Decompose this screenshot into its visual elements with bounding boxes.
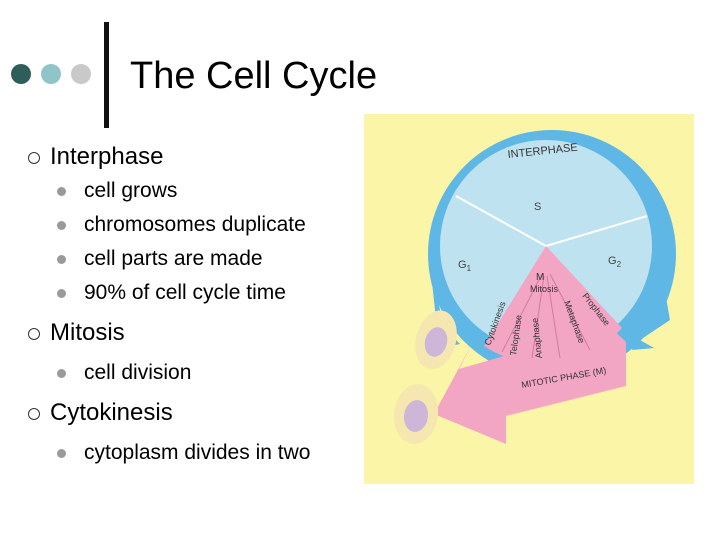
phase-divider <box>531 275 545 359</box>
dot-icon <box>57 255 66 264</box>
bullet-cytokinesis: Cytokinesis <box>28 396 358 430</box>
sub-bullet: cell parts are made <box>28 242 358 276</box>
m-phase-label: M <box>536 272 544 283</box>
bullet-list: Interphase cell grows chromosomes duplic… <box>28 140 358 470</box>
dot-icon <box>57 369 66 378</box>
cell-cycle-svg: INTERPHASE S G1 G2 M Mitosis Cytokinesis… <box>364 114 694 484</box>
phase-divider <box>546 275 561 359</box>
mitotic-arrow <box>434 326 626 444</box>
title-divider <box>104 22 109 128</box>
ring-arrowhead-right <box>632 286 670 350</box>
divider-s-g2 <box>545 215 648 247</box>
divider-g1-s <box>455 195 547 247</box>
sub-bullet: cytoplasm divides in two <box>28 436 358 470</box>
bullet-ring-icon <box>28 328 40 340</box>
bullet-interphase: Interphase <box>28 140 358 174</box>
dot-icon <box>57 289 66 298</box>
sub-bullet-text: cytoplasm divides in two <box>84 441 311 464</box>
sub-bullet: cell grows <box>28 174 358 208</box>
phase-label-anaphase: Anaphase <box>530 317 544 358</box>
sub-bullet-text: cell grows <box>84 179 178 202</box>
mitosis-label: Mitosis <box>530 284 559 294</box>
slide-title: The Cell Cycle <box>130 55 378 97</box>
g2-phase-label: G2 <box>608 255 622 269</box>
dot-icon <box>57 187 66 196</box>
sub-bullet-text: cell parts are made <box>84 247 263 270</box>
bullet-ring-icon <box>28 408 40 420</box>
bullet-mitosis: Mitosis <box>28 316 358 350</box>
bullet-label: Cytokinesis <box>50 399 173 426</box>
sub-bullet-text: chromosomes duplicate <box>84 213 306 236</box>
s-phase-label: S <box>534 201 541 213</box>
g1-phase-label: G1 <box>458 259 472 273</box>
bullet-label: Interphase <box>50 143 164 170</box>
sub-bullet-text: 90% of cell cycle time <box>84 281 286 304</box>
sub-bullet: 90% of cell cycle time <box>28 276 358 310</box>
dot-teal <box>41 64 61 84</box>
dot-dark <box>11 64 31 84</box>
phase-divider <box>501 273 543 353</box>
dot-gray <box>71 64 91 84</box>
bullet-ring-icon <box>28 152 40 164</box>
cell-nucleus-bottom <box>403 400 429 432</box>
cell-nucleus-top <box>424 327 448 357</box>
sub-bullet-text: cell division <box>84 361 192 384</box>
bullet-label: Mitosis <box>50 319 125 346</box>
cell-cycle-diagram: INTERPHASE S G1 G2 M Mitosis Cytokinesis… <box>364 114 694 484</box>
phase-divider <box>549 273 591 351</box>
sub-bullet: cell division <box>28 356 358 390</box>
sub-bullet: chromosomes duplicate <box>28 208 358 242</box>
dot-icon <box>57 221 66 230</box>
dot-icon <box>57 449 66 458</box>
